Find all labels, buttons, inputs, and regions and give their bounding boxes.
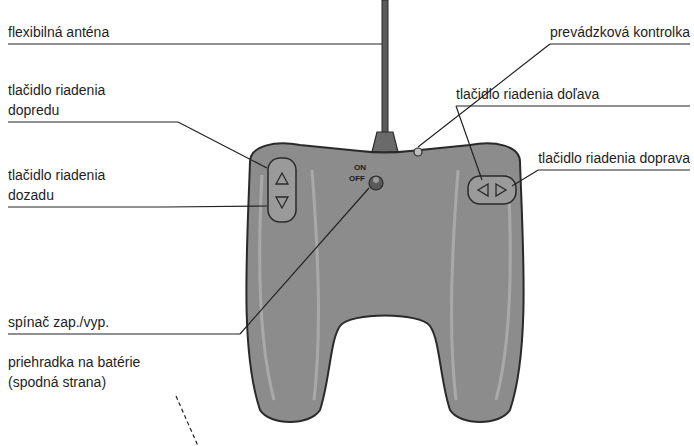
- leader-line: [178, 122, 267, 168]
- indicator-lamp: [414, 148, 422, 156]
- part-label: flexibilná anténa: [8, 22, 109, 42]
- part-label: tlačidlo riadenia dopredu: [8, 80, 133, 120]
- arrow-left: [478, 184, 488, 196]
- leader-line: [8, 206, 165, 207]
- part-label: spínač zap./vyp.: [8, 312, 109, 332]
- part-label: prevádzková kontrolka: [550, 22, 690, 42]
- leader-line: [456, 105, 690, 106]
- left-right-button: [468, 176, 516, 204]
- arrow-up: [276, 173, 288, 184]
- leader-line: [8, 43, 382, 44]
- part-label: tlačidlo riadenia doprava: [538, 148, 690, 168]
- controller-body: [246, 143, 523, 422]
- switch-marking: OFF: [349, 174, 365, 183]
- arrow-right: [496, 184, 506, 196]
- grip-groove: [452, 170, 458, 400]
- power-switch: [369, 176, 383, 190]
- leader-line: [8, 333, 240, 334]
- part-label: tlačidlo riadenia doľava: [456, 84, 599, 104]
- leader-line: [8, 121, 178, 122]
- grip-groove: [496, 175, 510, 400]
- part-label: tlačidlo riadenia dozadu: [8, 165, 133, 205]
- leader-line: [512, 170, 538, 186]
- power-switch-knob: [373, 177, 379, 183]
- part-label: priehradka na batérie (spodná strana): [8, 352, 158, 392]
- grip-groove: [312, 170, 318, 400]
- antenna: [382, 0, 388, 140]
- leader-line: [165, 206, 267, 207]
- leader-line: [550, 43, 690, 44]
- dashed-leader: [176, 396, 198, 446]
- arrow-down: [276, 197, 288, 208]
- leader-line: [240, 188, 369, 334]
- forward-backward-button: [268, 158, 296, 222]
- antenna-base: [372, 132, 398, 152]
- leader-line: [456, 106, 482, 180]
- switch-marking: ON: [354, 163, 366, 172]
- leader-line: [538, 169, 690, 170]
